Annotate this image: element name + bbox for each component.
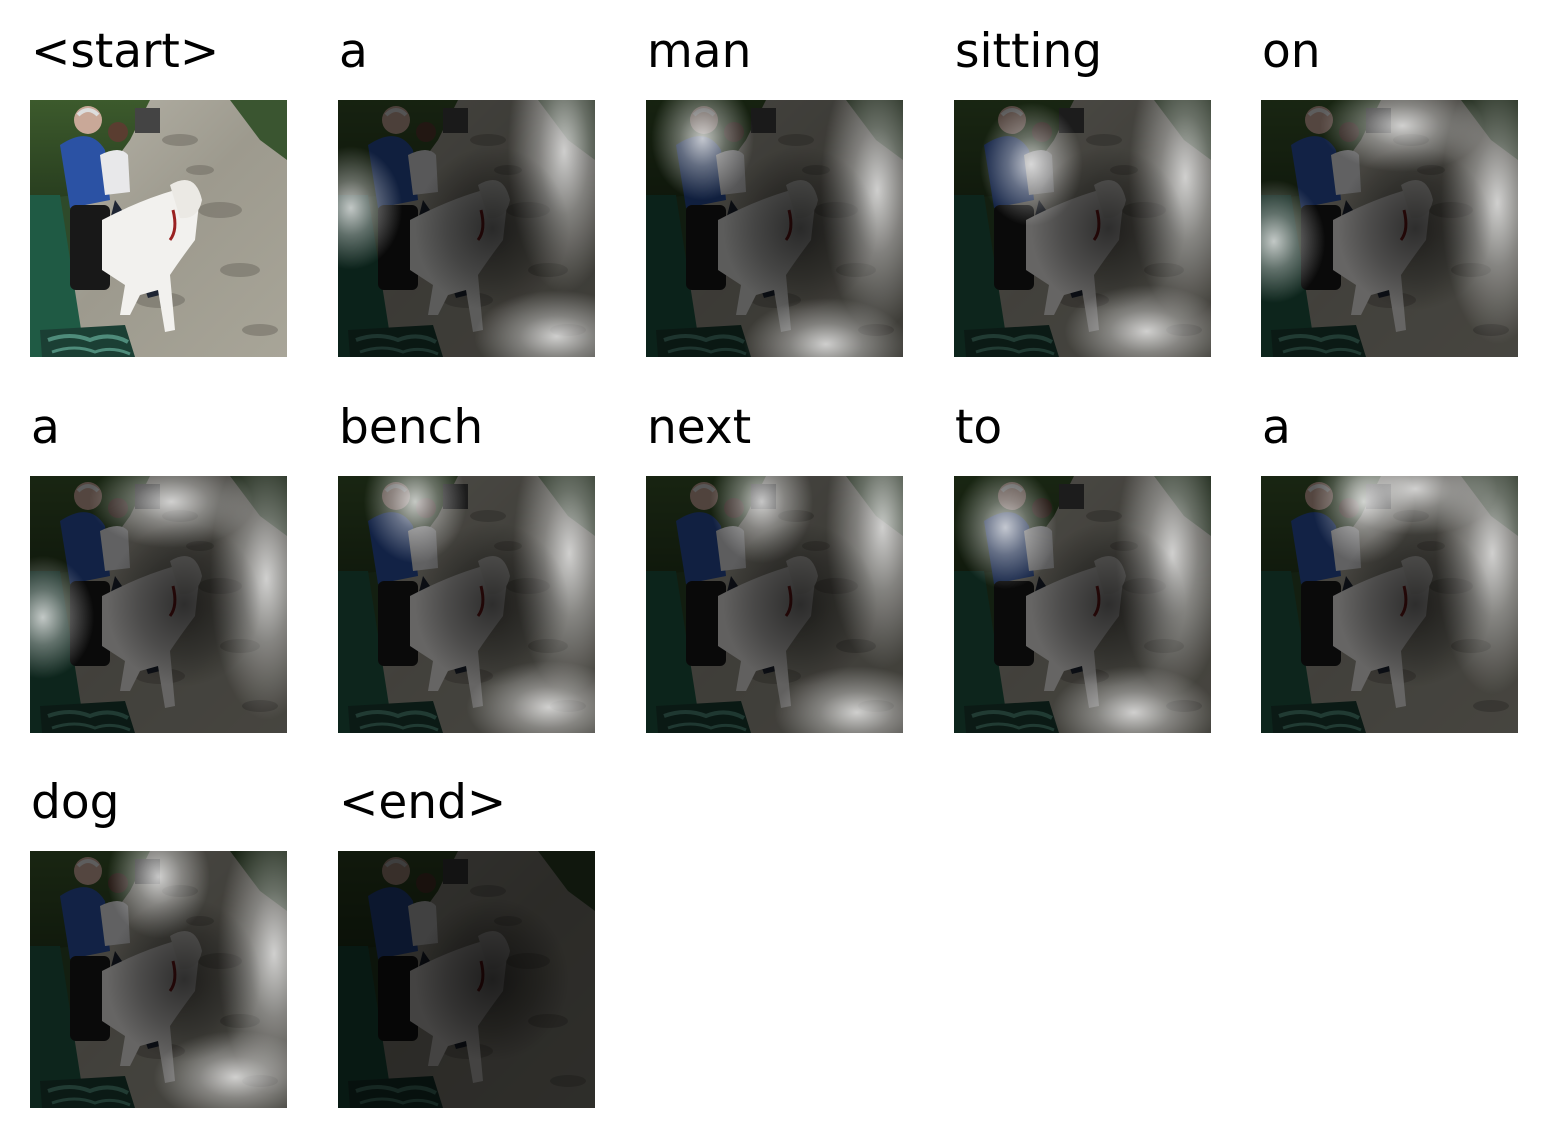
park-photo xyxy=(954,476,1211,733)
input-photo xyxy=(30,100,287,357)
attention-map-image xyxy=(646,100,903,357)
park-photo xyxy=(338,851,595,1108)
caption-word: man xyxy=(647,24,752,79)
caption-step: a xyxy=(338,27,595,357)
caption-step: sitting xyxy=(954,27,1211,357)
caption-word: <end> xyxy=(339,775,507,830)
caption-step: on xyxy=(1261,27,1518,357)
caption-step: man xyxy=(646,27,903,357)
park-photo xyxy=(646,100,903,357)
caption-word: bench xyxy=(339,400,484,455)
caption-word: a xyxy=(1262,400,1291,455)
caption-word: sitting xyxy=(955,24,1103,79)
park-photo xyxy=(30,100,287,357)
park-photo xyxy=(1261,476,1518,733)
caption-step: to xyxy=(954,403,1211,733)
park-photo xyxy=(1261,100,1518,357)
park-photo xyxy=(646,476,903,733)
caption-word: a xyxy=(339,24,368,79)
attention-map-image xyxy=(338,100,595,357)
caption-step: <end> xyxy=(338,778,595,1108)
park-photo xyxy=(338,100,595,357)
caption-word: a xyxy=(31,400,60,455)
caption-step: dog xyxy=(30,778,287,1108)
caption-word: on xyxy=(1262,24,1321,79)
attention-map-image xyxy=(338,851,595,1108)
caption-step: <start> xyxy=(30,27,287,357)
park-photo xyxy=(30,476,287,733)
park-photo xyxy=(954,100,1211,357)
caption-step: a xyxy=(1261,403,1518,733)
attention-map-image xyxy=(338,476,595,733)
caption-word: dog xyxy=(31,775,120,830)
attention-map-image xyxy=(646,476,903,733)
attention-map-image xyxy=(1261,476,1518,733)
attention-map-image xyxy=(1261,100,1518,357)
park-photo xyxy=(30,851,287,1108)
attention-map-image xyxy=(954,100,1211,357)
caption-step: bench xyxy=(338,403,595,733)
caption-step: next xyxy=(646,403,903,733)
caption-step: a xyxy=(30,403,287,733)
attention-map-image xyxy=(30,476,287,733)
caption-word: <start> xyxy=(31,24,220,79)
attention-map-image xyxy=(30,851,287,1108)
caption-word: next xyxy=(647,400,752,455)
park-photo xyxy=(338,476,595,733)
caption-word: to xyxy=(955,400,1003,455)
attention-map-image xyxy=(954,476,1211,733)
